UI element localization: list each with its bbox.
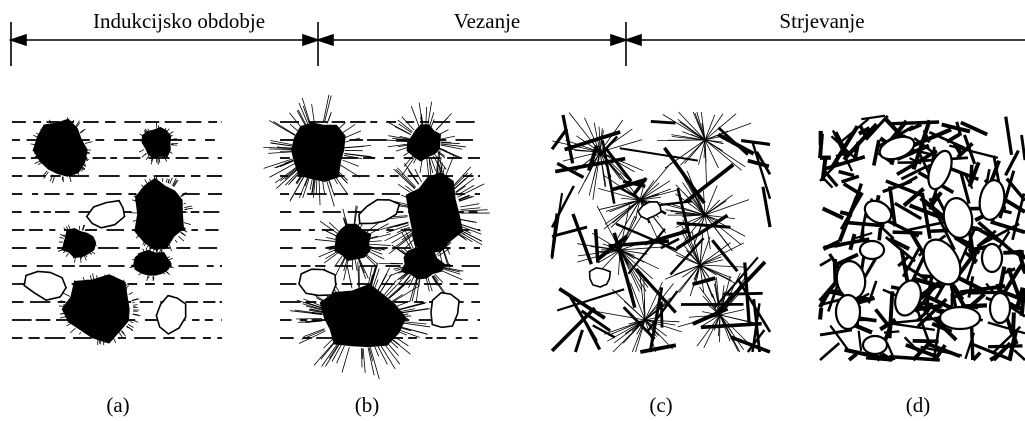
phase-label-induction: Indukcijsko obdobje — [88, 8, 270, 34]
unhydrated-grain — [978, 179, 1006, 221]
panel-label-a: (a) — [106, 393, 130, 417]
arrowhead-left — [623, 33, 642, 47]
panel-label-c: (c) — [649, 393, 673, 417]
unhydrated-grain — [430, 291, 460, 329]
hydrated-grain — [406, 124, 442, 162]
phase-label-hardening: Strjevanje — [775, 8, 869, 34]
unhydrated-grain — [85, 199, 126, 229]
unhydrated-grain — [23, 270, 67, 301]
hydrated-grain — [141, 126, 172, 159]
unhydrated-grain — [155, 294, 187, 335]
unhydrated-grain — [922, 238, 962, 286]
hydrated-grain — [290, 122, 346, 182]
panel-label-d: (d) — [905, 393, 931, 417]
unhydrated-grain — [637, 200, 662, 221]
unhydrated-grain — [863, 199, 893, 225]
arrowhead-right — [302, 33, 321, 47]
hydrated-grain — [61, 274, 130, 344]
unhydrated-grain — [938, 305, 982, 331]
timeline — [8, 22, 1025, 66]
unhydrated-grain — [298, 268, 337, 297]
hydrated-grain — [400, 247, 445, 280]
phase-label-setting: Vezanje — [449, 8, 525, 34]
unhydrated-grain — [834, 293, 862, 331]
hydrated-grain — [334, 223, 372, 262]
unhydrated-grain — [942, 197, 974, 239]
panel-label-b: (b) — [354, 393, 380, 417]
arrowhead-left — [8, 33, 27, 47]
unhydrated-grain — [358, 198, 401, 225]
arrowhead-left — [315, 33, 334, 47]
hydrated-grain — [134, 177, 185, 251]
unhydrated-grain — [858, 239, 886, 261]
arrowhead-right — [610, 33, 629, 47]
unhydrated-grain — [927, 149, 953, 191]
hydrated-grain — [405, 172, 464, 254]
unhydrated-grain — [878, 135, 916, 161]
unhydrated-grain — [861, 334, 889, 356]
unhydrated-grain — [588, 266, 612, 288]
unhydrated-grain — [980, 242, 1004, 274]
unhydrated-grain — [894, 279, 922, 317]
unhydrated-grain — [988, 291, 1012, 325]
